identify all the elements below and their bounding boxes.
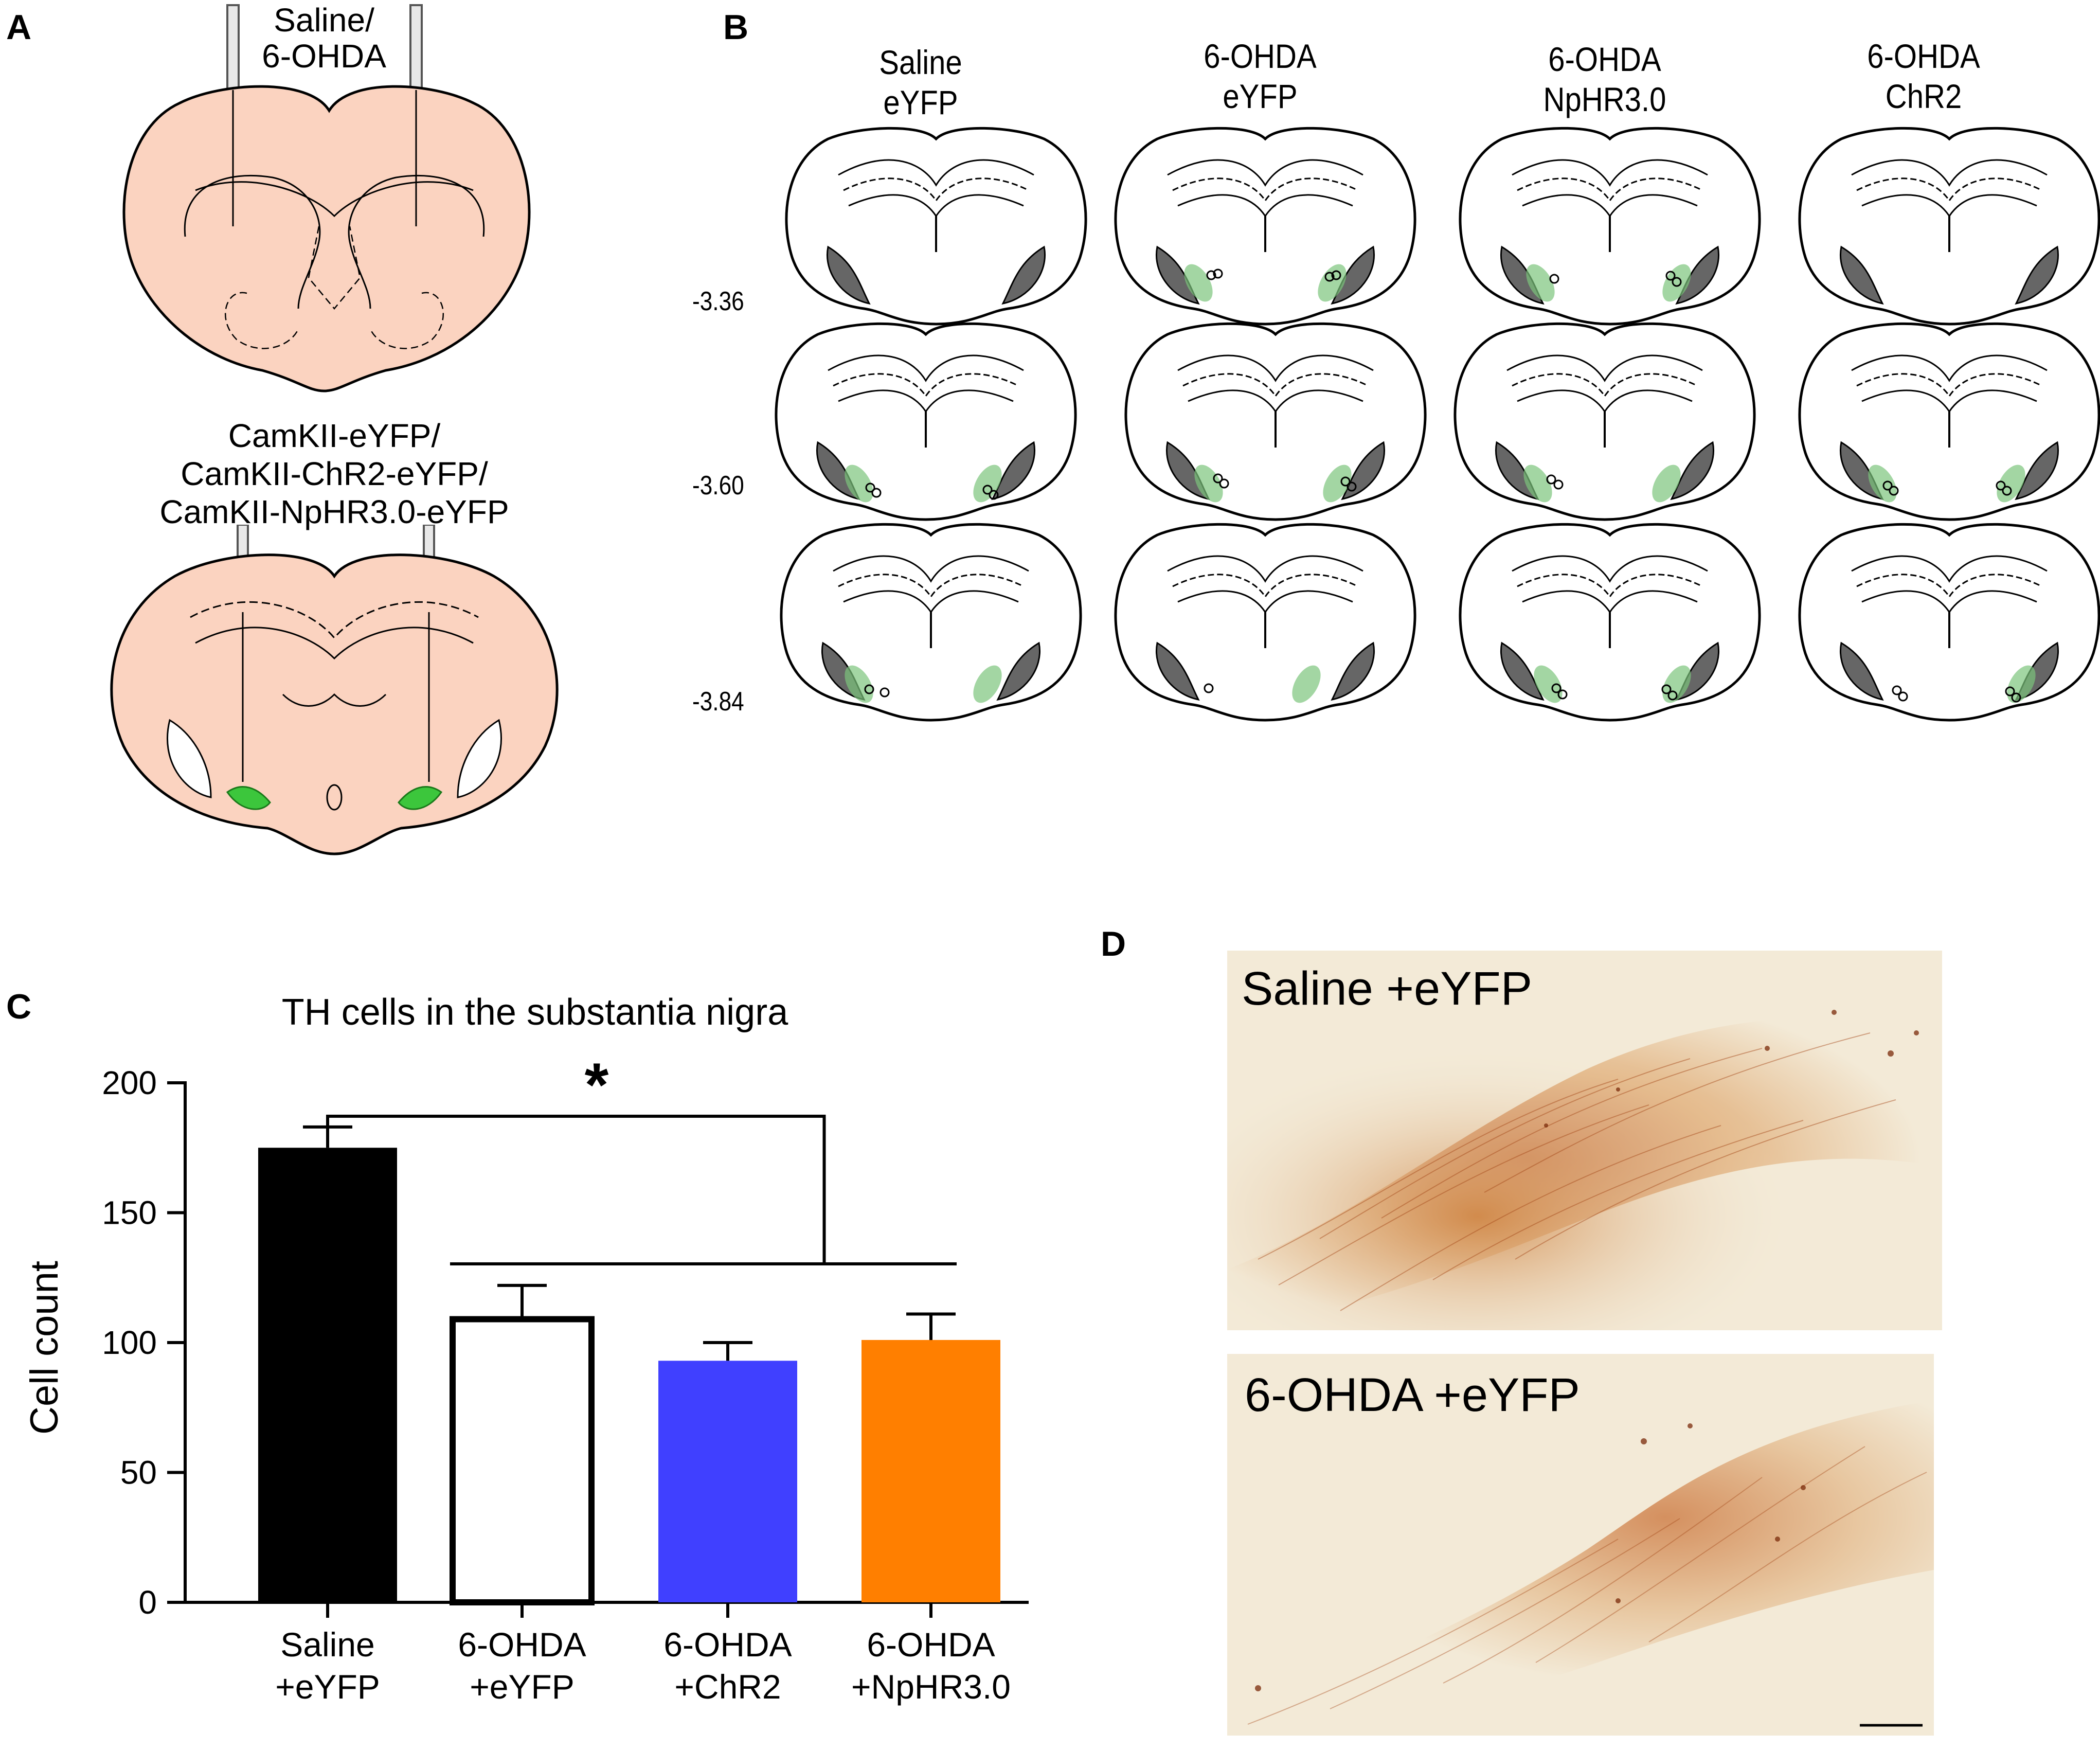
cortex-band-bottom-2 — [195, 627, 474, 660]
column-header-1-line2: eYFP — [883, 83, 958, 121]
coordinate-row-1: -3.36 — [692, 287, 744, 316]
micrograph-saline-image — [1227, 951, 1942, 1330]
section-r2c2 — [1126, 324, 1425, 520]
significance-bracket — [326, 1115, 957, 1265]
brain-outline-top — [122, 85, 531, 392]
virus-label: CamKII-eYFP/ CamKII-ChR2-eYFP/ CamKII-Np… — [123, 417, 545, 531]
x-label-3-line1: 6-OHDA — [663, 1625, 792, 1664]
bar-chart: TH cells in the substantia nigra Cell co… — [23, 992, 1029, 1706]
micrograph-saline: Saline +eYFP — [1227, 951, 1942, 1330]
corpus-callosum-top — [195, 181, 474, 218]
x-label-4-line2: +NpHR3.0 — [851, 1668, 1011, 1706]
y-tick-label: 0 — [138, 1584, 157, 1621]
column-header-2: 6-OHDA eYFP — [1188, 36, 1333, 116]
y-tick-label: 100 — [102, 1324, 157, 1361]
virus-label-line2: CamKII-ChR2-eYFP/ — [181, 455, 488, 492]
column-header-3-line2: NpHR3.0 — [1543, 80, 1666, 118]
y-axis-label: Cell count — [23, 1261, 66, 1435]
column-header-4-line1: 6-OHDA — [1867, 37, 1980, 75]
brain-section-grid — [746, 113, 2100, 761]
snc-virus-left — [226, 786, 271, 810]
section-r2c3 — [1455, 324, 1754, 520]
bars — [258, 1148, 1000, 1605]
panel-a-letter: A — [6, 8, 32, 47]
section-r1c4 — [1800, 128, 2099, 324]
injection-label-line1: Saline/ — [274, 2, 374, 39]
section-r3c2 — [1116, 524, 1415, 720]
column-header-3-line1: 6-OHDA — [1548, 40, 1661, 78]
hippocampus-right — [348, 174, 485, 309]
bar-1 — [258, 1148, 397, 1602]
chart-title: TH cells in the substantia nigra — [282, 992, 788, 1033]
cannula-right — [409, 4, 423, 91]
section-r1c2 — [1116, 128, 1415, 324]
thalamus-left — [224, 292, 299, 349]
panel-d-letter: D — [1101, 924, 1126, 963]
cortex-band-bottom — [190, 601, 479, 639]
coordinate-row-3: -3.84 — [692, 687, 744, 717]
panel-b-letter: B — [723, 8, 749, 47]
column-header-4: 6-OHDA ChR2 — [1851, 36, 1996, 116]
brain-section-bottom — [110, 525, 559, 855]
snc-virus-right — [398, 786, 443, 810]
x-label-4-line1: 6-OHDA — [867, 1625, 995, 1664]
brain-outline-bottom — [110, 553, 559, 855]
brain-section-top — [122, 4, 531, 392]
y-ticks: 0 50 100 150 200 — [102, 1064, 185, 1621]
virus-label-line3: CamKII-NpHR3.0-eYFP — [159, 493, 509, 530]
x-label-2-line1: 6-OHDA — [458, 1625, 586, 1664]
mid-structure-bottom — [282, 693, 387, 707]
y-tick-label: 50 — [120, 1454, 157, 1491]
panel-c-letter: C — [6, 987, 32, 1026]
section-r2c4 — [1800, 324, 2099, 520]
thalamus-right — [369, 292, 444, 349]
injection-label: Saline/ 6-OHDA — [242, 2, 406, 74]
x-label-3-line2: +ChR2 — [674, 1668, 781, 1706]
x-label-1-line2: +eYFP — [275, 1668, 380, 1706]
lateral-ventricle-left — [167, 719, 212, 798]
y-tick-label: 200 — [102, 1064, 157, 1101]
micrograph-6ohda: 6-OHDA +eYFP — [1227, 1354, 1934, 1736]
column-header-3: 6-OHDA NpHR3.0 — [1532, 39, 1677, 119]
micrograph-6ohda-label: 6-OHDA +eYFP — [1245, 1369, 1580, 1421]
injection-label-line2: 6-OHDA — [262, 38, 386, 75]
aqueduct — [326, 784, 343, 811]
column-header-1-line1: Saline — [879, 43, 962, 81]
column-header-1: Saline eYFP — [848, 42, 993, 122]
cannula-left — [226, 4, 240, 91]
x-label-1-line1: Saline — [280, 1625, 374, 1664]
hippocampus-left — [184, 174, 321, 309]
section-r3c4 — [1800, 524, 2099, 720]
ventricle-top — [308, 226, 361, 310]
section-r1c3 — [1460, 128, 1760, 324]
error-bars — [303, 1125, 956, 1361]
virus-label-line1: CamKII-eYFP/ — [228, 417, 441, 454]
lateral-ventricle-right — [457, 719, 502, 798]
column-header-2-line1: 6-OHDA — [1204, 37, 1317, 75]
bar-2 — [450, 1316, 595, 1605]
column-header-2-line2: eYFP — [1223, 77, 1298, 115]
section-r3c1 — [781, 524, 1081, 720]
column-header-4-line2: ChR2 — [1885, 77, 1962, 115]
bar-4 — [861, 1339, 1000, 1602]
micrograph-6ohda-image — [1227, 1354, 1934, 1736]
section-r3c3 — [1460, 524, 1760, 720]
x-label-2-line2: +eYFP — [470, 1668, 575, 1706]
section-r2c1 — [776, 324, 1075, 520]
coordinate-row-2: -3.60 — [692, 471, 744, 501]
bar-3 — [658, 1361, 797, 1602]
x-labels: Saline +eYFP 6-OHDA +eYFP 6-OHDA +ChR2 6-OHDA +… — [275, 1602, 1011, 1706]
y-tick-label: 150 — [102, 1194, 157, 1231]
section-r1c1 — [786, 128, 1086, 324]
significance-star: * — [585, 1050, 609, 1119]
fiber-tip-marks — [864, 269, 2021, 703]
micrograph-saline-label: Saline +eYFP — [1242, 962, 1533, 1015]
